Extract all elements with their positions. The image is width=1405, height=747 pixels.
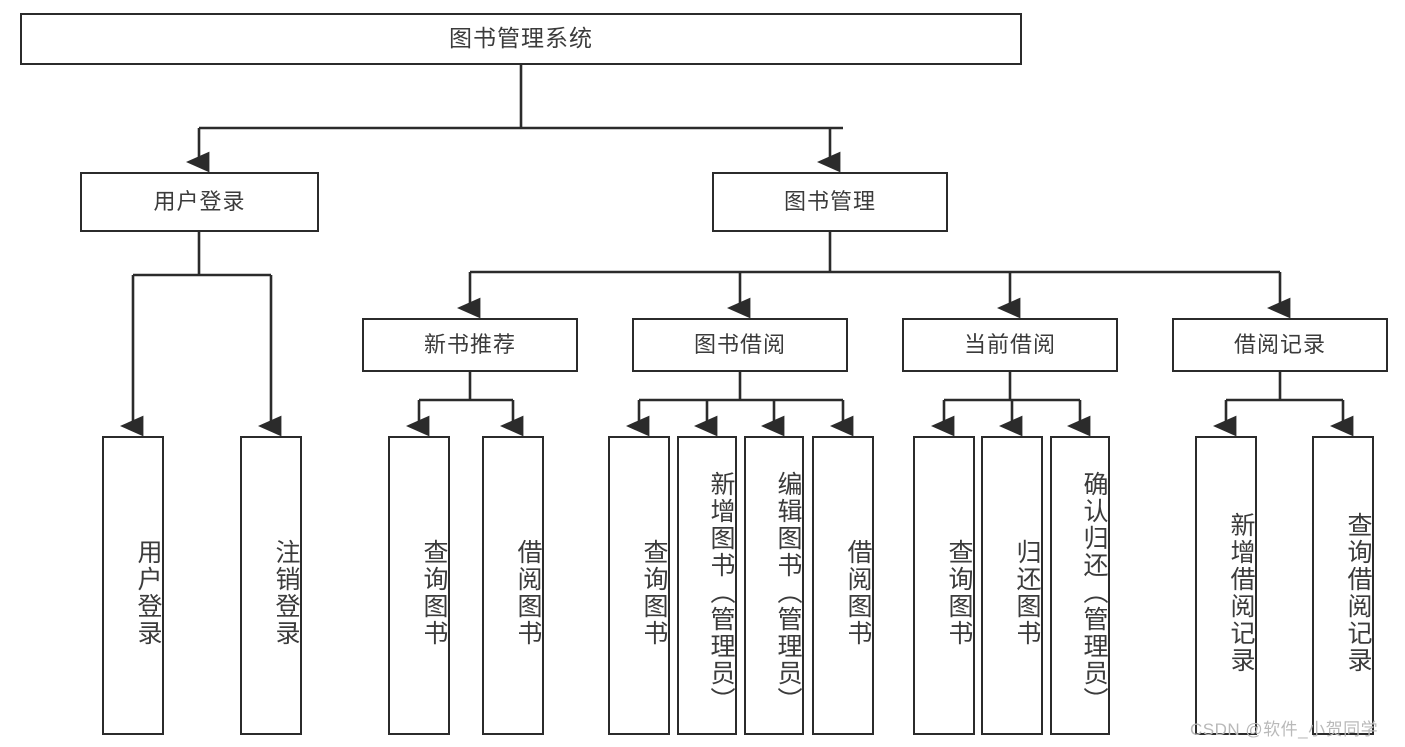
node-leaf-return-book[interactable]: 归还图书: [981, 436, 1043, 735]
node-leaf-borrow-book-2[interactable]: 借阅图书: [812, 436, 874, 735]
node-leaf-query-book-3[interactable]: 查询图书: [913, 436, 975, 735]
node-leaf-query-borrow-record[interactable]: 查询借阅记录: [1312, 436, 1374, 735]
node-new-book-recommend[interactable]: 新书推荐: [362, 318, 578, 372]
node-leaf-confirm-return[interactable]: 确认归还（管理员）: [1050, 436, 1110, 735]
node-leaf-add-borrow-record[interactable]: 新增借阅记录: [1195, 436, 1257, 735]
node-leaf-user-logout[interactable]: 注销登录: [240, 436, 302, 735]
node-leaf-user-login[interactable]: 用户登录: [102, 436, 164, 735]
node-book-management[interactable]: 图书管理: [712, 172, 948, 232]
node-book-borrow[interactable]: 图书借阅: [632, 318, 848, 372]
node-leaf-query-book-2[interactable]: 查询图书: [608, 436, 670, 735]
node-borrow-record[interactable]: 借阅记录: [1172, 318, 1388, 372]
node-root-system[interactable]: 图书管理系统: [20, 13, 1022, 65]
csdn-watermark: CSDN @软件_小贺同学: [1190, 720, 1379, 739]
node-leaf-edit-book[interactable]: 编辑图书（管理员）: [744, 436, 804, 735]
node-user-login[interactable]: 用户登录: [80, 172, 319, 232]
node-leaf-add-book[interactable]: 新增图书（管理员）: [677, 436, 737, 735]
node-leaf-borrow-book-1[interactable]: 借阅图书: [482, 436, 544, 735]
node-leaf-query-book-1[interactable]: 查询图书: [388, 436, 450, 735]
node-current-borrow[interactable]: 当前借阅: [902, 318, 1118, 372]
